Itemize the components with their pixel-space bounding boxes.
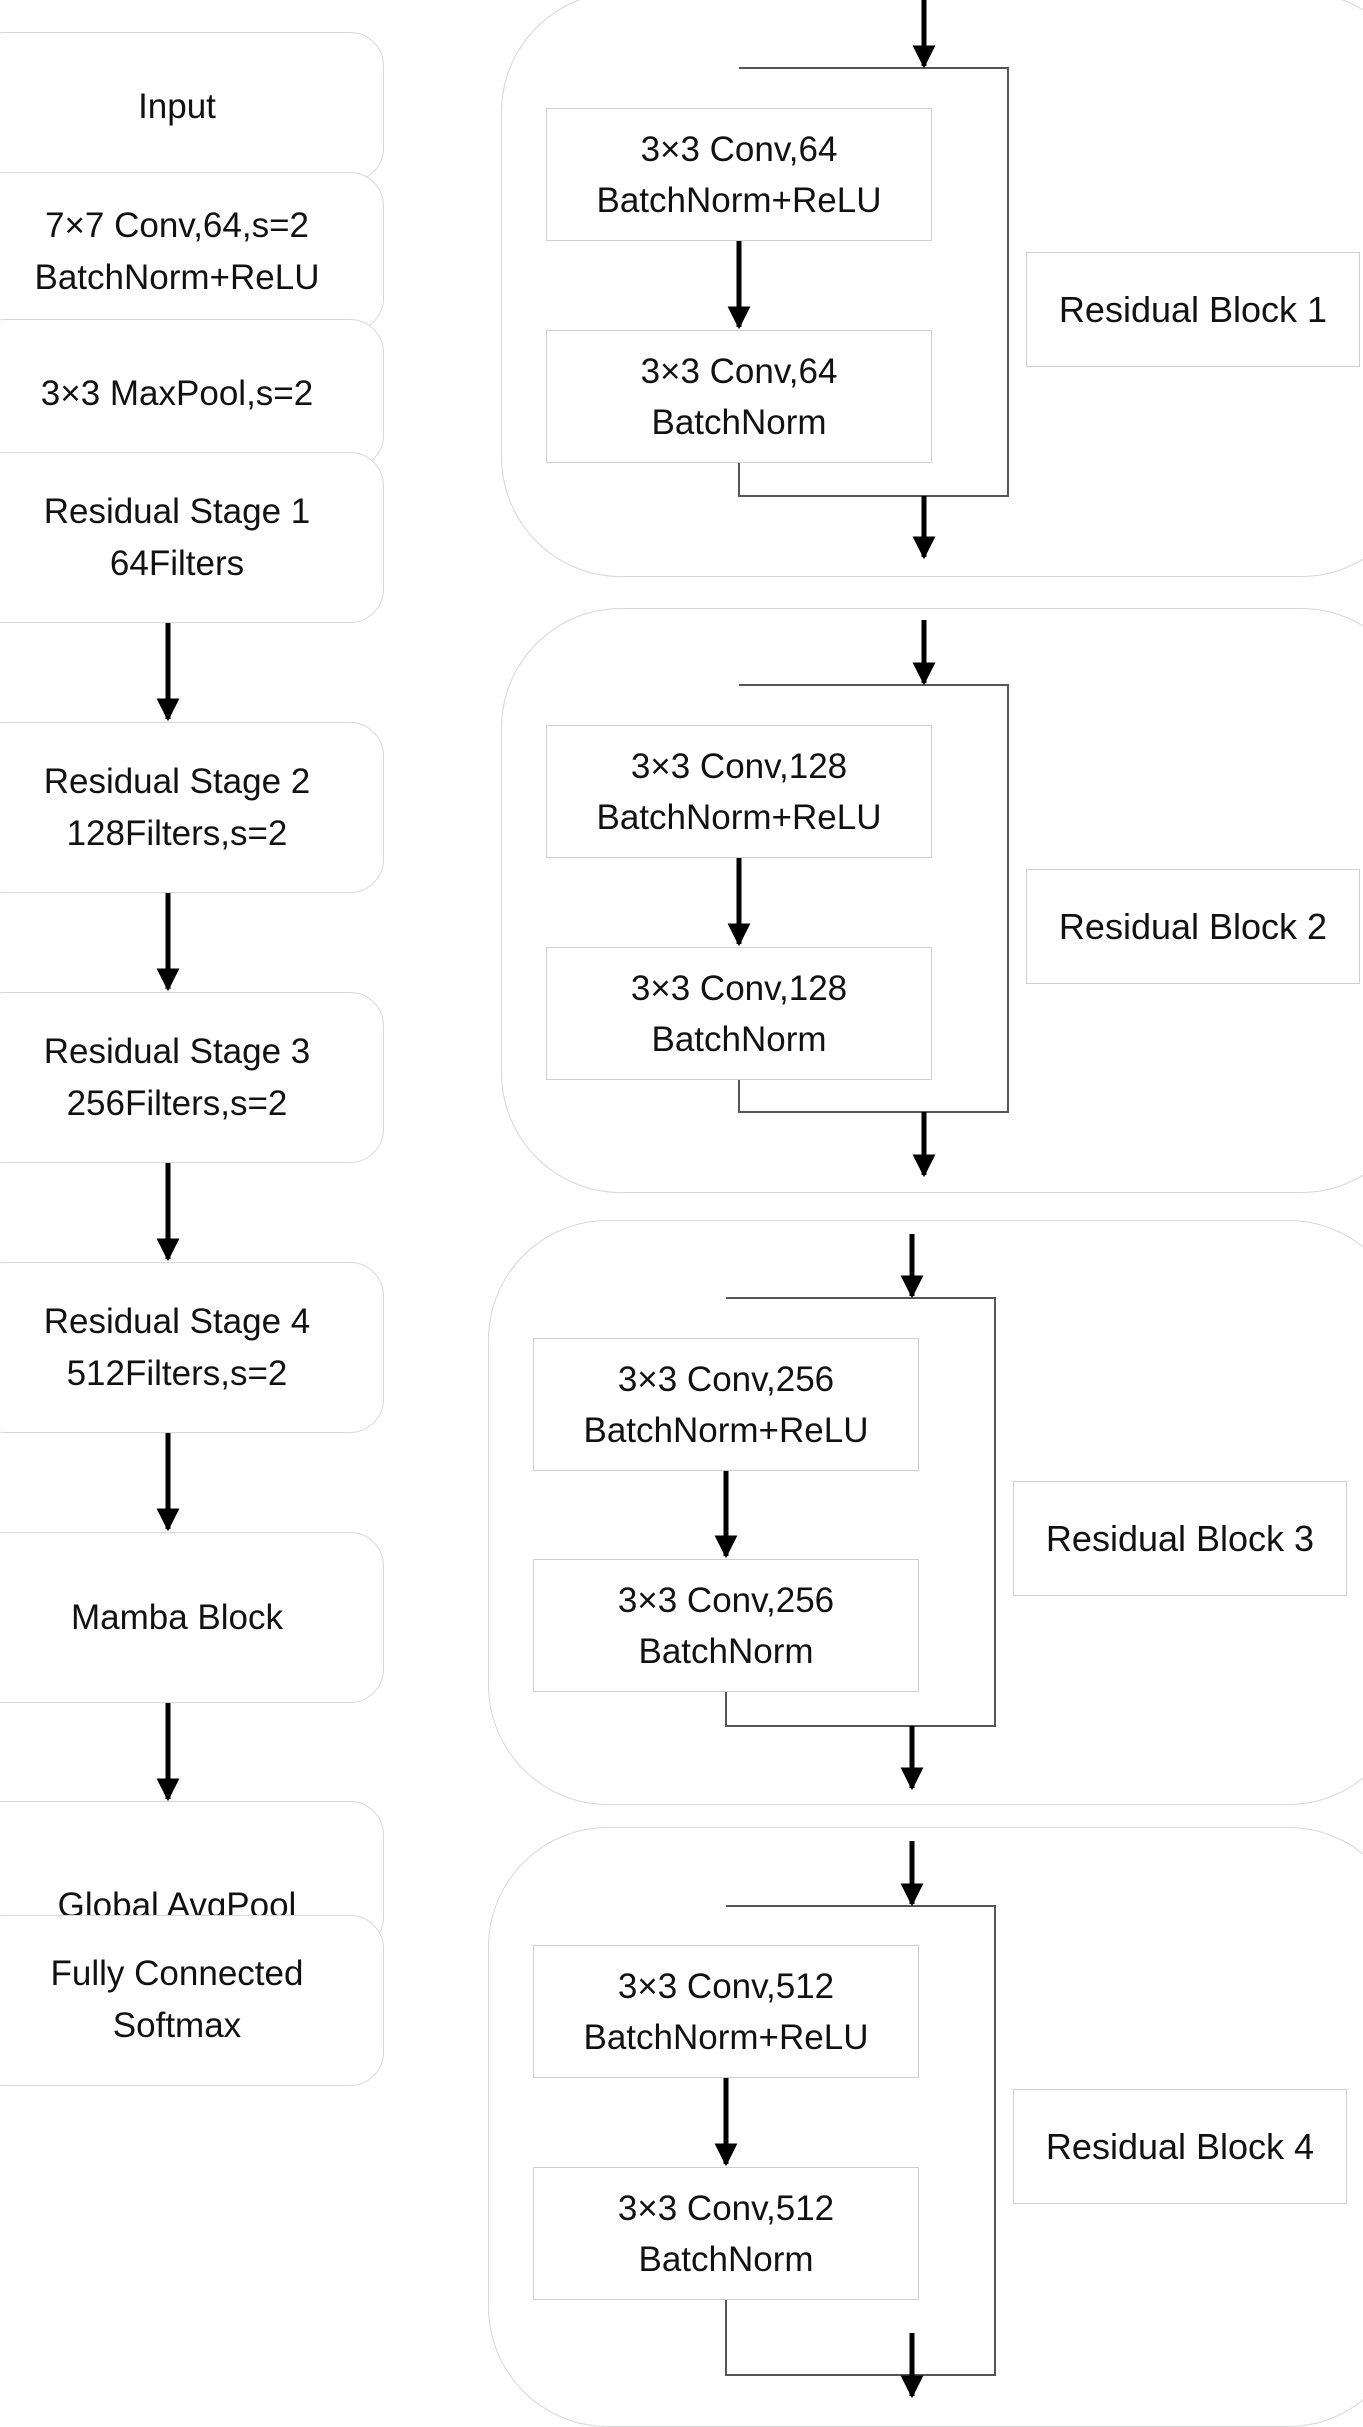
- stage-line: 512Filters,s=2: [66, 1353, 288, 1393]
- block-1-conv-2: 3×3 Conv,64 BatchNorm: [546, 330, 932, 463]
- stage-line: Softmax: [112, 2006, 242, 2045]
- stage-line: Residual Stage 3: [43, 1031, 311, 1071]
- block-2-conv-2: 3×3 Conv,128 BatchNorm: [546, 947, 932, 1080]
- stage-line: 256Filters,s=2: [66, 1083, 288, 1123]
- residual-block-4-label: Residual Block 4: [1013, 2089, 1347, 2204]
- block-1-conv-1: 3×3 Conv,64 BatchNorm+ReLU: [546, 108, 932, 241]
- conv-line: 3×3 Conv,64: [640, 129, 838, 169]
- stage-line: 3×3 MaxPool,s=2: [40, 374, 314, 413]
- conv-line: BatchNorm: [638, 2239, 814, 2279]
- stage-line: Residual Stage 4: [43, 1301, 311, 1341]
- block-2-conv-1: 3×3 Conv,128 BatchNorm+ReLU: [546, 725, 932, 858]
- stage-line: Fully Connected: [50, 1954, 304, 1993]
- residual-block-1-label: Residual Block 1: [1026, 252, 1360, 367]
- stage-line: Mamba Block: [70, 1597, 284, 1637]
- residual-block-3-label: Residual Block 3: [1013, 1481, 1347, 1596]
- stage-input: Input: [0, 32, 384, 182]
- conv-line: BatchNorm+ReLU: [596, 180, 882, 220]
- block-4-conv-1: 3×3 Conv,512 BatchNorm+ReLU: [533, 1945, 919, 2078]
- stage-line: BatchNorm+ReLU: [34, 258, 320, 297]
- stage-conv7x7: 7×7 Conv,64,s=2 BatchNorm+ReLU: [0, 172, 384, 332]
- conv-line: BatchNorm+ReLU: [583, 2017, 869, 2057]
- stage-line: Input: [138, 87, 216, 126]
- stage-residual-3: Residual Stage 3 256Filters,s=2: [0, 992, 384, 1163]
- stage-maxpool: 3×3 MaxPool,s=2: [0, 319, 384, 469]
- stage-residual-2: Residual Stage 2 128Filters,s=2: [0, 722, 384, 893]
- conv-line: BatchNorm: [638, 1631, 814, 1671]
- stage-line: 128Filters,s=2: [66, 813, 288, 853]
- conv-line: 3×3 Conv,512: [617, 1966, 835, 2006]
- conv-line: BatchNorm: [651, 402, 827, 442]
- stage-line: 64Filters: [109, 543, 245, 583]
- block-4-conv-2: 3×3 Conv,512 BatchNorm: [533, 2167, 919, 2300]
- block-3-conv-2: 3×3 Conv,256 BatchNorm: [533, 1559, 919, 1692]
- conv-line: 3×3 Conv,128: [630, 746, 848, 786]
- conv-line: 3×3 Conv,128: [630, 968, 848, 1008]
- stage-fully-connected: Fully Connected Softmax: [0, 1915, 384, 2086]
- stage-line: Residual Stage 2: [43, 761, 311, 801]
- block-3-conv-1: 3×3 Conv,256 BatchNorm+ReLU: [533, 1338, 919, 1471]
- stage-mamba-block: Mamba Block: [0, 1532, 384, 1703]
- stage-residual-1: Residual Stage 1 64Filters: [0, 452, 384, 623]
- conv-line: BatchNorm+ReLU: [583, 1410, 869, 1450]
- conv-line: BatchNorm+ReLU: [596, 797, 882, 837]
- conv-line: 3×3 Conv,256: [617, 1359, 835, 1399]
- stage-line: 7×7 Conv,64,s=2: [45, 206, 309, 245]
- stage-line: Residual Stage 1: [43, 491, 311, 531]
- conv-line: 3×3 Conv,256: [617, 1580, 835, 1620]
- stage-residual-4: Residual Stage 4 512Filters,s=2: [0, 1262, 384, 1433]
- conv-line: 3×3 Conv,64: [640, 351, 838, 391]
- conv-line: 3×3 Conv,512: [617, 2188, 835, 2228]
- residual-block-2-label: Residual Block 2: [1026, 869, 1360, 984]
- conv-line: BatchNorm: [651, 1019, 827, 1059]
